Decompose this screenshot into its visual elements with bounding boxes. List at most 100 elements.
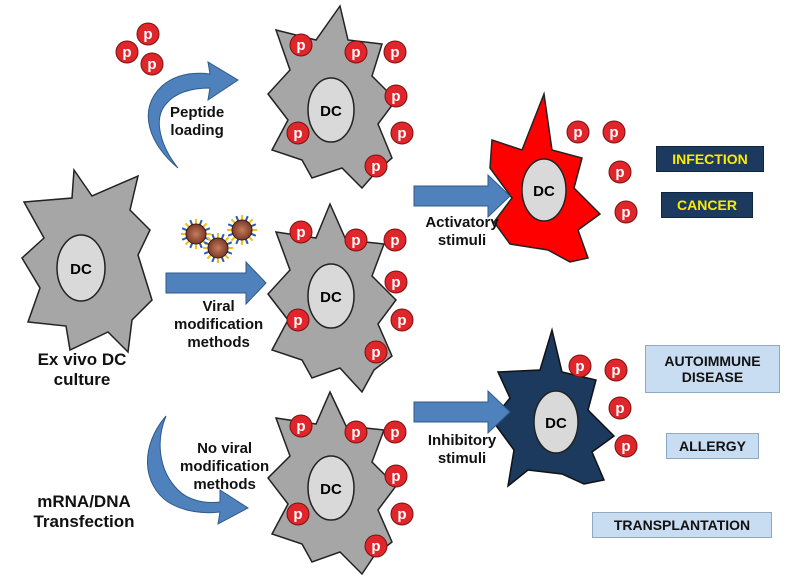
viral-modified-nucleus	[307, 263, 355, 329]
peptide-circle	[566, 120, 590, 144]
peptide-letter: p	[293, 506, 302, 523]
inhibitory-stimuli-label: Inhibitory stimuli	[414, 432, 510, 468]
transplantation-box: TRANSPLANTATION	[592, 512, 772, 538]
peptide-letter: p	[351, 232, 360, 249]
no-viral-line-1: No viral	[197, 440, 253, 457]
activatory-stimuli-label: Activatory stimuli	[414, 214, 510, 250]
peptide-circle	[140, 52, 164, 76]
no-viral-methods-label: No viral modification methods	[180, 440, 269, 494]
peptide-letter: p	[296, 37, 305, 54]
peptide-marker: p	[608, 160, 632, 184]
peptide-circle	[286, 502, 310, 526]
peptide-marker: p	[566, 120, 590, 144]
peptide-circle	[286, 121, 310, 145]
peptide-letter: p	[397, 312, 406, 329]
peptide-letter: p	[371, 344, 380, 361]
peptide-marker: p	[344, 40, 368, 64]
transfection-line-1: mRNA/DNA	[37, 492, 131, 511]
activated-dc-label: DC	[533, 183, 555, 200]
peptide-letter: p	[611, 362, 620, 379]
peptide-marker: p	[115, 40, 139, 64]
virus-core	[185, 223, 207, 245]
peptide-letter: p	[391, 274, 400, 291]
peptide-circle	[344, 228, 368, 252]
peptide-marker: p	[568, 354, 592, 378]
free-peptides: ppp	[115, 22, 164, 76]
no-viral-line-2: modification	[180, 458, 270, 475]
peptide-circle	[390, 308, 414, 332]
peptide-circle	[344, 420, 368, 444]
peptide-marker: p	[390, 121, 414, 145]
peptide-circle	[364, 534, 388, 558]
peptide-circle	[390, 121, 414, 145]
peptide-marker: p	[289, 414, 313, 438]
non-viral-modified-dc-label: DC	[320, 481, 342, 498]
peptide-circle	[614, 200, 638, 224]
peptide-circle	[383, 420, 407, 444]
peptide-marker: p	[383, 40, 407, 64]
peptide-marker: p	[384, 84, 408, 108]
peptide-circle	[364, 154, 388, 178]
peptide-circle	[115, 40, 139, 64]
peptide-circle	[384, 84, 408, 108]
autoimmune-line-1: AUTOIMMUNE	[664, 352, 761, 369]
viral-methods-line-2: modification	[174, 316, 264, 333]
ex-vivo-line-1: Ex vivo DC	[37, 350, 127, 369]
virus-particle	[181, 219, 211, 249]
activatory-line-2: stimuli	[437, 232, 487, 249]
cancer-box: CANCER	[661, 192, 753, 218]
peptide-letter: p	[371, 538, 380, 555]
autoimmune-disease-box: AUTOIMMUNE DISEASE	[645, 345, 780, 393]
peptide-circle	[602, 120, 626, 144]
inhibitory-arrow	[413, 389, 511, 435]
peptide-marker: p	[289, 33, 313, 57]
peptide-marker: p	[344, 420, 368, 444]
ex-vivo-label: Ex vivo DC culture	[8, 350, 156, 391]
peptide-circle	[568, 354, 592, 378]
ex-vivo-line-2: culture	[53, 370, 111, 390]
peptide-letter: p	[397, 125, 406, 142]
peptide-marker: p	[383, 420, 407, 444]
peptide-marker: p	[286, 121, 310, 145]
peptide-circle	[608, 396, 632, 420]
virus-particle	[227, 215, 257, 245]
peptide-circle	[289, 220, 313, 244]
viral-methods-label: Viral modification methods	[174, 298, 263, 352]
peptide-letter: p	[371, 158, 380, 175]
peptide-letter: p	[351, 424, 360, 441]
peptide-marker: p	[384, 270, 408, 294]
ex-vivo-dc-label: DC	[70, 261, 92, 278]
peptide-letter: p	[621, 438, 630, 455]
peptide-letter: p	[575, 358, 584, 375]
tolerogenic-dc-cell: DC	[491, 327, 616, 488]
peptide-loading-line-1: Peptide	[170, 104, 225, 121]
peptide-marker: p	[390, 308, 414, 332]
peptide-letter: p	[293, 125, 302, 142]
peptide-loading-arrow	[147, 61, 239, 169]
peptide-circle	[289, 33, 313, 57]
peptide-marker: p	[289, 220, 313, 244]
peptide-loading-line-2: loading	[170, 122, 224, 139]
virus-core	[231, 219, 253, 241]
peptide-circle	[384, 270, 408, 294]
peptide-circle	[604, 358, 628, 382]
inhibitory-line-2: stimuli	[437, 450, 487, 467]
viral-modified-dc-cell: DC	[267, 202, 397, 394]
peptide-loaded-nucleus	[307, 77, 355, 143]
peptide-letter: p	[621, 204, 630, 221]
peptide-marker: p	[140, 52, 164, 76]
viral-methods-line-3: methods	[187, 334, 250, 351]
inhibitory-line-1: Inhibitory	[427, 432, 497, 449]
peptide-marker: p	[614, 434, 638, 458]
peptide-letter: p	[390, 232, 399, 249]
peptide-marker: p	[286, 502, 310, 526]
peptide-letter: p	[143, 26, 152, 43]
peptide-circle	[344, 40, 368, 64]
transfection-line-2: Transfection	[33, 512, 135, 532]
virus-particle	[203, 233, 233, 263]
